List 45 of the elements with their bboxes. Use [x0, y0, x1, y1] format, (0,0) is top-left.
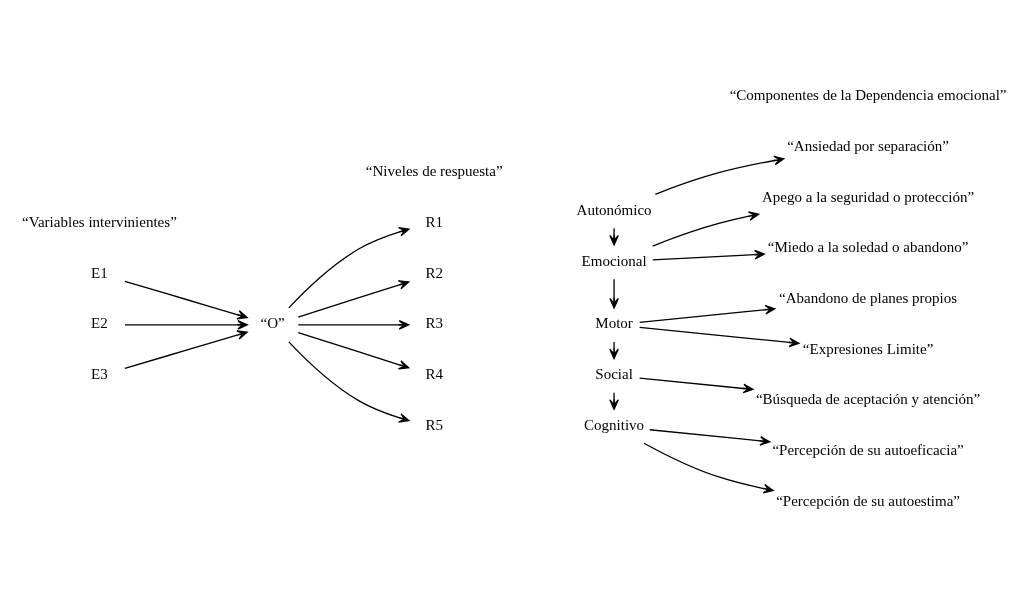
node-text: Cognitivo — [584, 416, 645, 433]
arrow — [124, 329, 248, 369]
node-text: “Percepción de su autoestima” — [776, 492, 961, 509]
arrow — [652, 210, 760, 247]
arrow — [639, 376, 754, 393]
arrow — [639, 326, 800, 347]
arrow — [609, 227, 619, 246]
node-text: R1 — [425, 213, 444, 230]
arrow — [654, 155, 785, 195]
node-text: “O” — [260, 314, 285, 331]
arrow — [297, 319, 410, 330]
arrow — [639, 304, 776, 323]
arrow — [609, 391, 619, 410]
node-text: Social — [595, 365, 633, 382]
arrow — [297, 331, 410, 370]
arrow — [297, 279, 410, 318]
node-text: Apego a la seguridad o protección” — [761, 188, 975, 205]
label: “Componentes de la Dependencia emocional” — [729, 86, 1007, 103]
node-text: “Expresiones Limite” — [802, 340, 934, 357]
node-text: E2 — [91, 314, 108, 331]
arrow — [124, 319, 248, 330]
arrow — [609, 340, 619, 359]
label: “Niveles de respuesta” — [365, 162, 503, 179]
node-text: Motor — [595, 314, 633, 331]
node-text: E1 — [91, 264, 108, 281]
arrow — [609, 278, 619, 309]
node-text: R4 — [425, 365, 444, 382]
arrow — [649, 428, 771, 446]
arrow — [643, 442, 774, 493]
node-text: E3 — [91, 365, 108, 382]
node-text: “Búsqueda de aceptación y atención” — [755, 390, 981, 407]
node-text: “Ansiedad por separación” — [787, 137, 949, 154]
node-text: R2 — [425, 264, 444, 281]
node-text: “Abandono de planes propios — [779, 289, 958, 306]
arrow — [652, 249, 765, 261]
node-text: “Percepción de su autoeficacia” — [772, 441, 964, 458]
arrow — [288, 340, 410, 423]
arrow — [288, 226, 410, 309]
node-text: R5 — [425, 416, 444, 433]
node-text: Autonómico — [576, 201, 652, 218]
node-text: R3 — [425, 314, 444, 331]
arrow — [124, 280, 248, 320]
node-text: Emocional — [581, 252, 647, 269]
label: “Variables intervinientes” — [22, 213, 177, 230]
node-text: “Miedo a la soledad o abandono” — [767, 238, 969, 255]
